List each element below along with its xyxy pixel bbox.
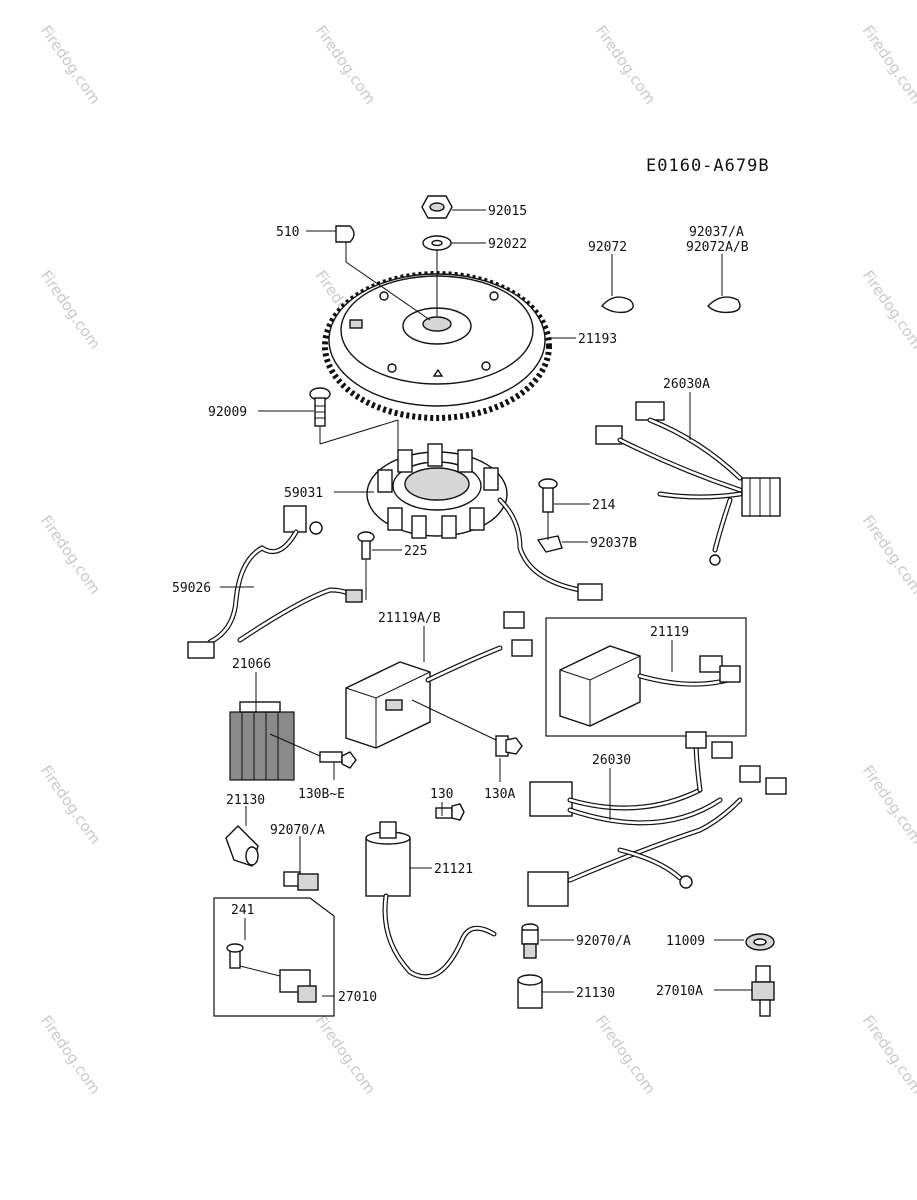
part-27010a-switch-drawing bbox=[751, 965, 775, 1017]
part-21121-coil-drawing bbox=[365, 821, 497, 980]
part-21193-flywheel-drawing bbox=[322, 271, 552, 421]
part-92037b-clamp-drawing bbox=[536, 535, 563, 553]
watermark: Firedog.com bbox=[859, 762, 917, 848]
label-59026: 59026 bbox=[172, 581, 211, 596]
watermark: Firedog.com bbox=[859, 1012, 917, 1098]
label-92072ab: 92072A/B bbox=[686, 240, 749, 255]
label-92072: 92072 bbox=[588, 240, 627, 255]
label-130be: 130B~E bbox=[298, 787, 345, 802]
label-92037b: 92037B bbox=[590, 536, 637, 551]
watermark: Firedog.com bbox=[312, 22, 379, 108]
part-21119-inset-drawing bbox=[545, 617, 747, 737]
label-27010a: 27010A bbox=[656, 984, 703, 999]
part-92072-clip-drawing bbox=[600, 296, 634, 314]
watermark: Firedog.com bbox=[312, 1012, 379, 1098]
leader-lines bbox=[220, 209, 752, 997]
part-214-screw-drawing bbox=[538, 478, 558, 513]
label-21066: 21066 bbox=[232, 657, 271, 672]
watermark: Firedog.com bbox=[592, 22, 659, 108]
label-21130-right: 21130 bbox=[576, 986, 615, 1001]
part-130-bolt-drawing bbox=[435, 803, 465, 821]
part-510-key-drawing bbox=[335, 225, 355, 243]
label-21119ab: 21119A/B bbox=[378, 611, 441, 626]
watermark: Firedog.com bbox=[859, 512, 917, 598]
part-11009-gasket-drawing bbox=[745, 933, 775, 951]
watermark: Firedog.com bbox=[592, 1012, 659, 1098]
part-26030a-harness-drawing bbox=[595, 401, 781, 566]
label-21130-left: 21130 bbox=[226, 793, 265, 808]
watermark: Firedog.com bbox=[37, 762, 104, 848]
part-21130-cap-left-drawing bbox=[225, 825, 259, 867]
label-241: 241 bbox=[231, 903, 254, 918]
label-225: 225 bbox=[404, 544, 427, 559]
watermark: Firedog.com bbox=[37, 512, 104, 598]
part-92015-nut-drawing bbox=[421, 195, 453, 219]
part-21066-regulator-drawing bbox=[229, 701, 295, 781]
label-26030: 26030 bbox=[592, 753, 631, 768]
label-130a: 130A bbox=[484, 787, 515, 802]
label-21121: 21121 bbox=[434, 862, 473, 877]
watermark: Firedog.com bbox=[37, 267, 104, 353]
label-21193: 21193 bbox=[578, 332, 617, 347]
part-92009-bolt-drawing bbox=[309, 387, 331, 427]
part-26030-harness-drawing bbox=[527, 731, 787, 907]
part-59031-stator-drawing bbox=[366, 443, 603, 601]
label-27010: 27010 bbox=[338, 990, 377, 1005]
part-27010-inset-drawing bbox=[213, 897, 335, 1017]
label-92070a-left: 92070/A bbox=[270, 823, 325, 838]
label-214: 214 bbox=[592, 498, 616, 513]
label-21119: 21119 bbox=[650, 625, 689, 640]
label-92037a: 92037/A bbox=[689, 225, 744, 240]
part-130be-bolt-drawing bbox=[319, 751, 357, 769]
label-92022: 92022 bbox=[488, 237, 527, 252]
label-59031: 59031 bbox=[284, 486, 323, 501]
watermark: Firedog.com bbox=[859, 267, 917, 353]
watermark: Firedog.com bbox=[37, 22, 104, 108]
part-92037a-clip-drawing bbox=[707, 296, 741, 314]
label-510: 510 bbox=[276, 225, 299, 240]
part-92022-washer-drawing bbox=[422, 235, 452, 251]
watermark: Firedog.com bbox=[859, 22, 917, 108]
part-225-screw-drawing bbox=[357, 531, 375, 560]
label-92009: 92009 bbox=[208, 405, 247, 420]
part-130a-bolt-drawing bbox=[495, 735, 523, 757]
part-59026-coil-drawing bbox=[187, 505, 363, 659]
part-21130-cap-right-drawing bbox=[517, 974, 543, 1009]
watermark-layer: Firedog.com Firedog.com Firedog.com Fire… bbox=[37, 22, 917, 1098]
label-26030a: 26030A bbox=[663, 377, 710, 392]
label-130: 130 bbox=[430, 787, 453, 802]
part-92070a-plug-right-drawing bbox=[521, 923, 539, 959]
diagram-code: E0160-A679B bbox=[646, 156, 770, 176]
label-92015: 92015 bbox=[488, 204, 527, 219]
watermark: Firedog.com bbox=[37, 1012, 104, 1098]
part-92070a-plug-left-drawing bbox=[283, 871, 319, 891]
part-labels: 510 92015 92022 92072 92037/A 92072A/B 2… bbox=[172, 204, 749, 1005]
label-92070a-right: 92070/A bbox=[576, 934, 631, 949]
label-11009: 11009 bbox=[666, 934, 705, 949]
part-21119ab-cdi-drawing bbox=[345, 611, 533, 749]
